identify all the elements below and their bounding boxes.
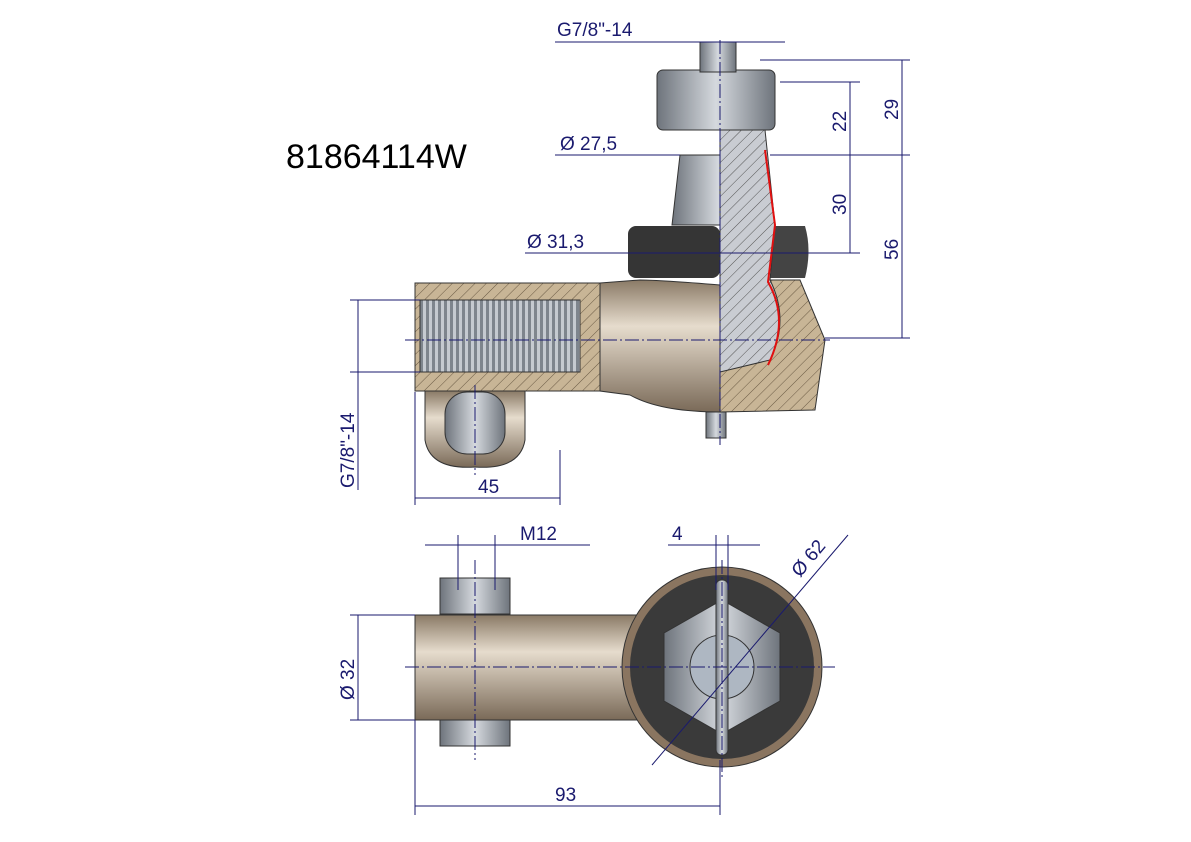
dim-top-thread: G7/8"-14 bbox=[557, 20, 633, 41]
section-line bbox=[764, 149, 780, 366]
clamp-bolt bbox=[444, 391, 506, 455]
dim-93: 93 bbox=[555, 785, 576, 806]
dim-m12: M12 bbox=[520, 524, 557, 545]
side-view bbox=[405, 40, 830, 475]
part-number: 81864114W bbox=[286, 138, 467, 176]
dim-4: 4 bbox=[672, 524, 683, 545]
grease-nipple bbox=[705, 411, 727, 439]
dim-30: 30 bbox=[830, 194, 851, 215]
dim-side-thread: G7/8"-14 bbox=[338, 412, 359, 488]
rubber-boot bbox=[628, 226, 720, 278]
top-view bbox=[405, 560, 835, 780]
dim-56: 56 bbox=[882, 239, 903, 260]
housing bbox=[599, 279, 721, 413]
dim-29: 29 bbox=[882, 99, 903, 120]
dim-diameter-32: Ø 32 bbox=[338, 659, 359, 700]
castle-nut bbox=[656, 69, 776, 131]
side-dimensions: G7/8"-14 Ø 27,5 Ø 31,3 22 29 30 56 G7/8"… bbox=[338, 20, 910, 505]
dim-diameter-62: Ø 62 bbox=[788, 536, 831, 581]
internal-thread bbox=[419, 299, 581, 373]
dim-45: 45 bbox=[478, 477, 499, 498]
stud-tip bbox=[699, 41, 737, 73]
dim-diameter-31-3: Ø 31,3 bbox=[527, 232, 584, 253]
dim-diameter-27-5: Ø 27,5 bbox=[560, 134, 617, 155]
dim-22: 22 bbox=[830, 111, 851, 132]
